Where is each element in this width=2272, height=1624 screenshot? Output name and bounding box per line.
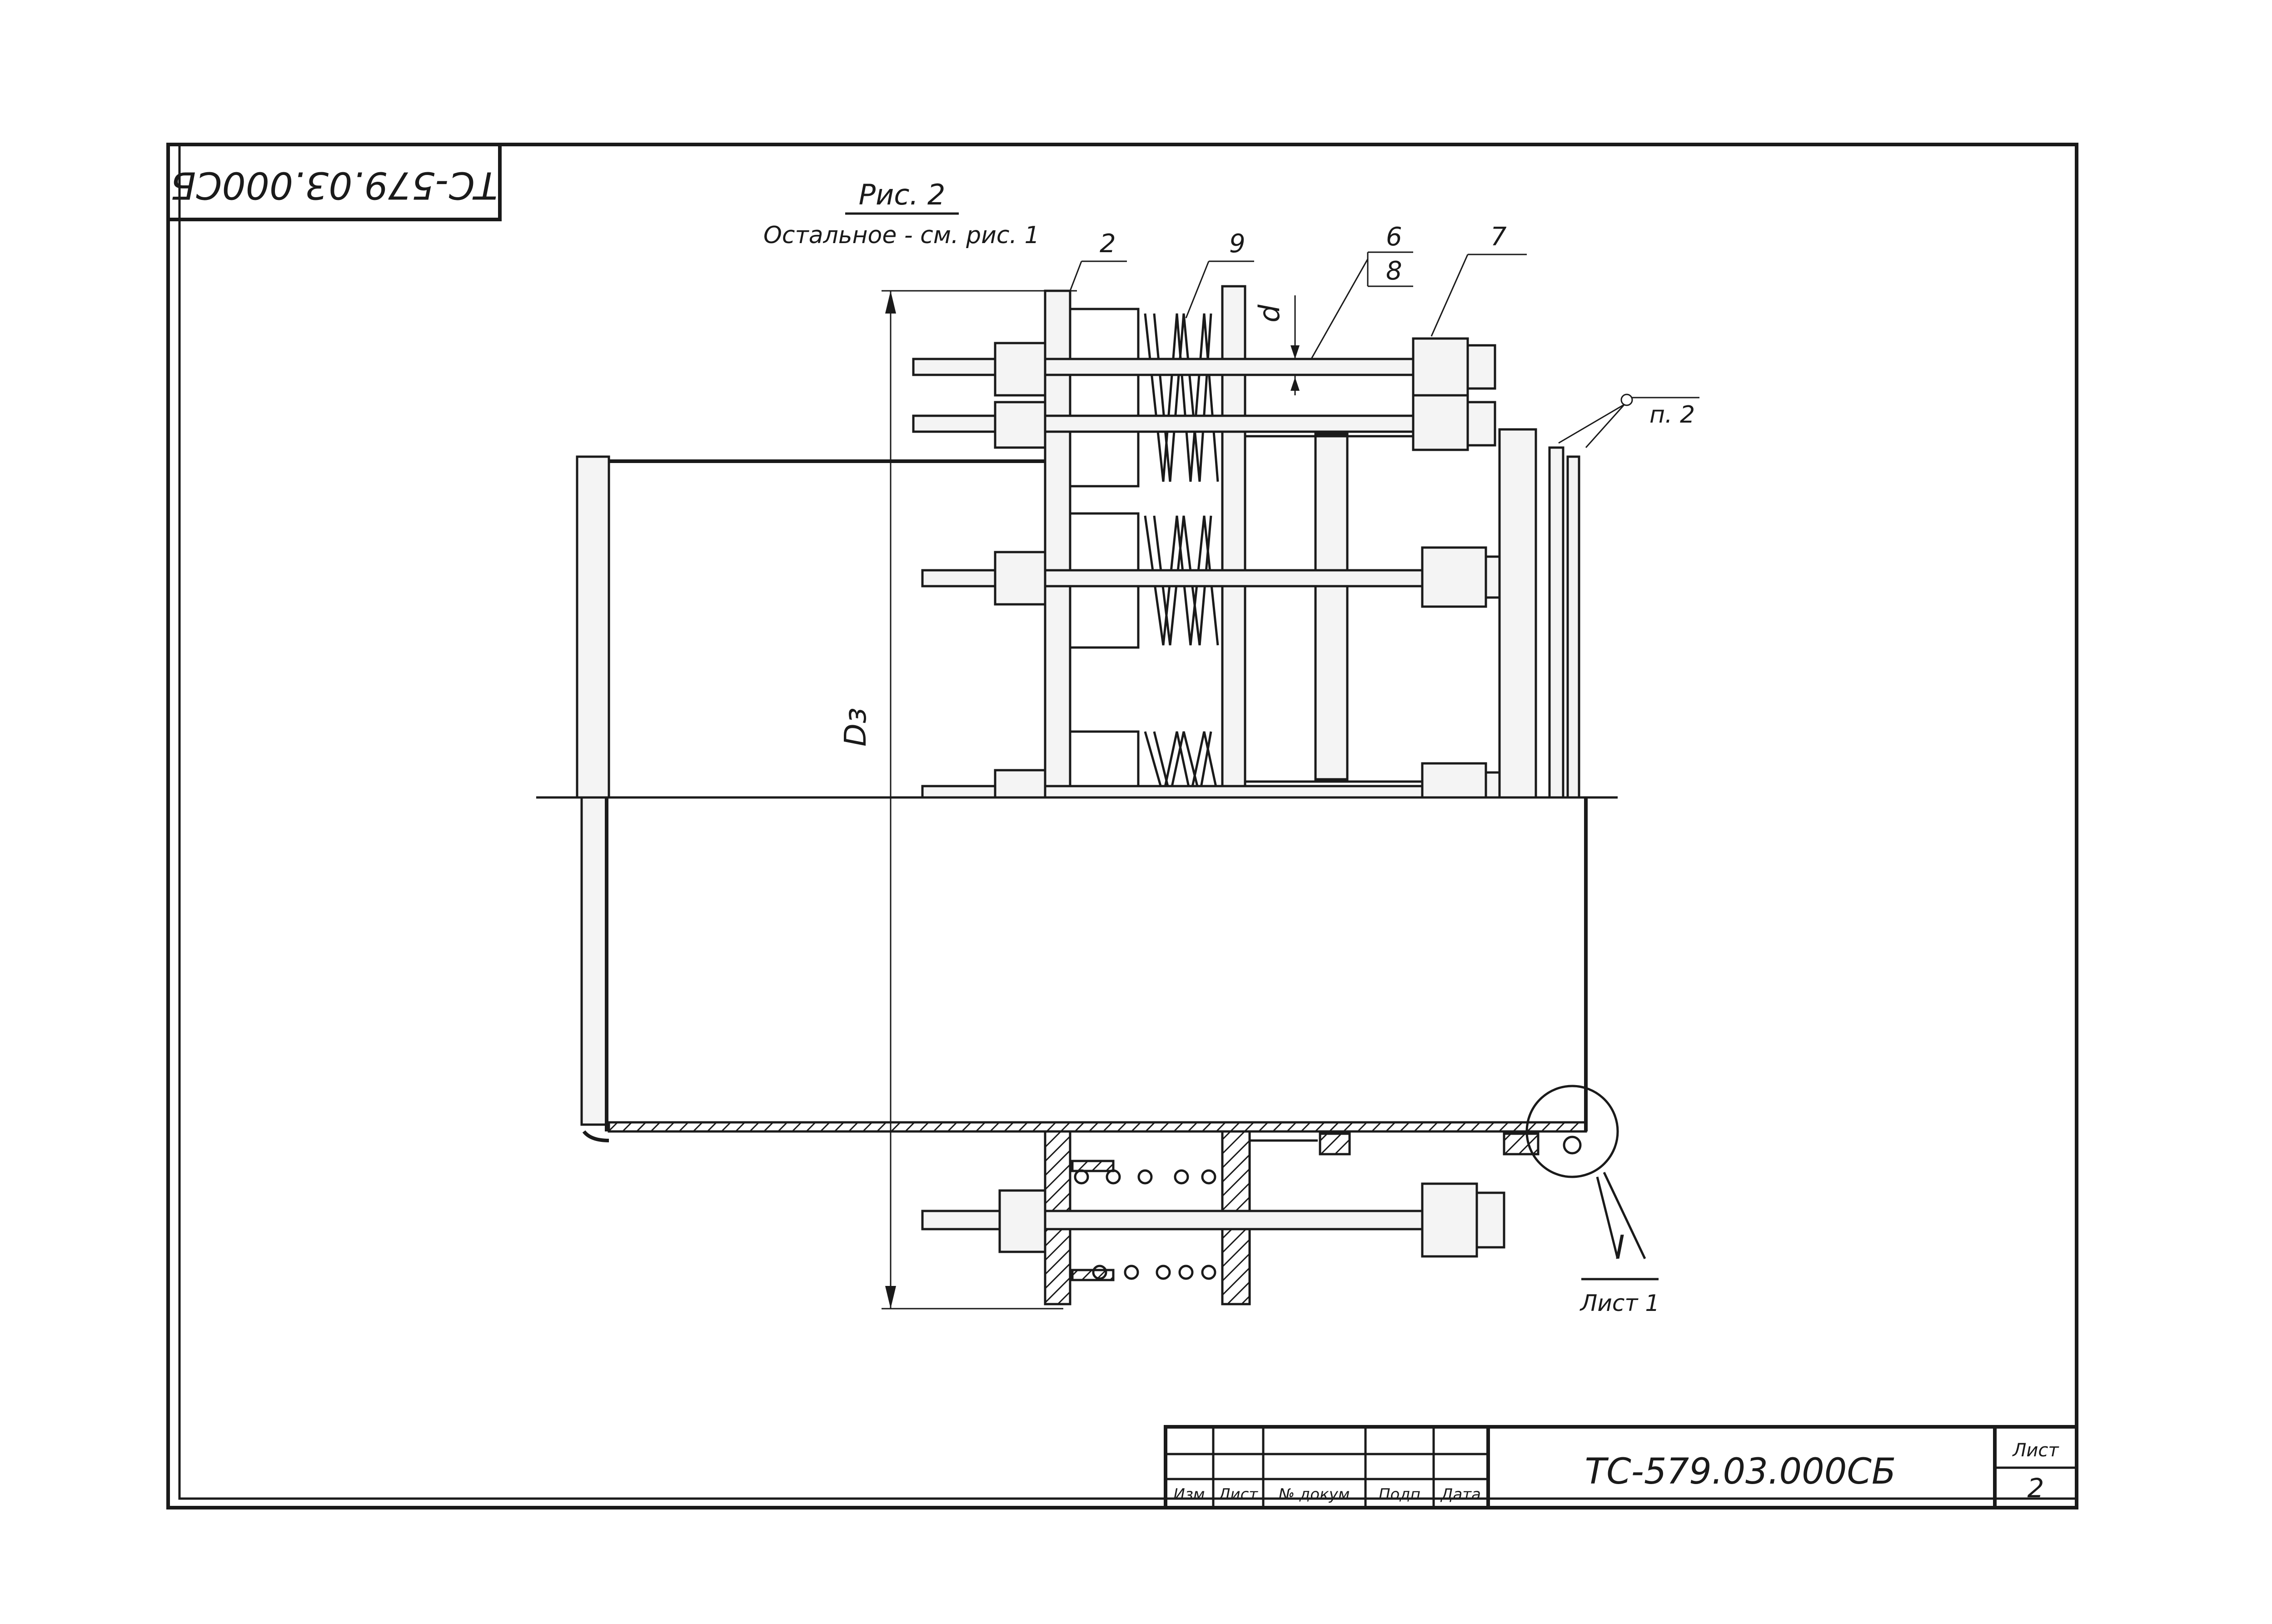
callout-2: 2 [1100,229,1116,259]
springs [1144,313,1219,796]
title-col-podp: Подп [1379,1485,1420,1504]
title-sheet-number: 2 [2028,1473,2044,1504]
title-col-izm: Изм [1173,1485,1205,1504]
callout-8: 8 [1386,256,1402,286]
detail-reference: п. 2 [1649,401,1695,428]
right-flange [1498,428,1537,799]
rotated-designation-text: ТС-579.03.000СБ [170,164,498,207]
lower-section [921,1130,1540,1305]
figure-note: Остальное - см. рис. 1 [763,222,1040,249]
callout-6: 6 [1386,222,1402,252]
title-col-date: Дата [1440,1485,1481,1504]
callouts: 2 9 6 8 7 п. 2 [1069,222,1699,448]
title-col-list: Лист [1218,1485,1258,1504]
callout-7: 7 [1490,222,1507,252]
tie-rods [912,337,1501,799]
dimension-D3-label: Dз [838,707,873,747]
view-marker-numeral: I [1615,1228,1624,1266]
middle-bracket [1314,433,1349,781]
view-sheet-label: Лист 1 [1579,1290,1659,1316]
callout-9: 9 [1229,229,1246,259]
title-designation: ТС-579.03.000СБ [1585,1451,1896,1492]
figure-caption: Рис. 2 [859,178,946,211]
title-block: Изм Лист № докум Подп Дата ТС-579.03.000… [1164,1425,2078,1509]
title-sheet-label: Лист [2012,1440,2059,1461]
dimension-d: d [1253,295,1300,395]
detail-view-marker: I Лист 1 [1525,1085,1659,1316]
pipe-body [536,455,1618,1142]
title-col-doc: № докум [1278,1485,1350,1504]
drawing-frame-inner [178,143,2078,1500]
dimension-d-label: d [1253,304,1286,323]
spring-housings [1069,308,1140,799]
rotated-designation-box: ТС-579.03.000СБ [166,143,502,221]
